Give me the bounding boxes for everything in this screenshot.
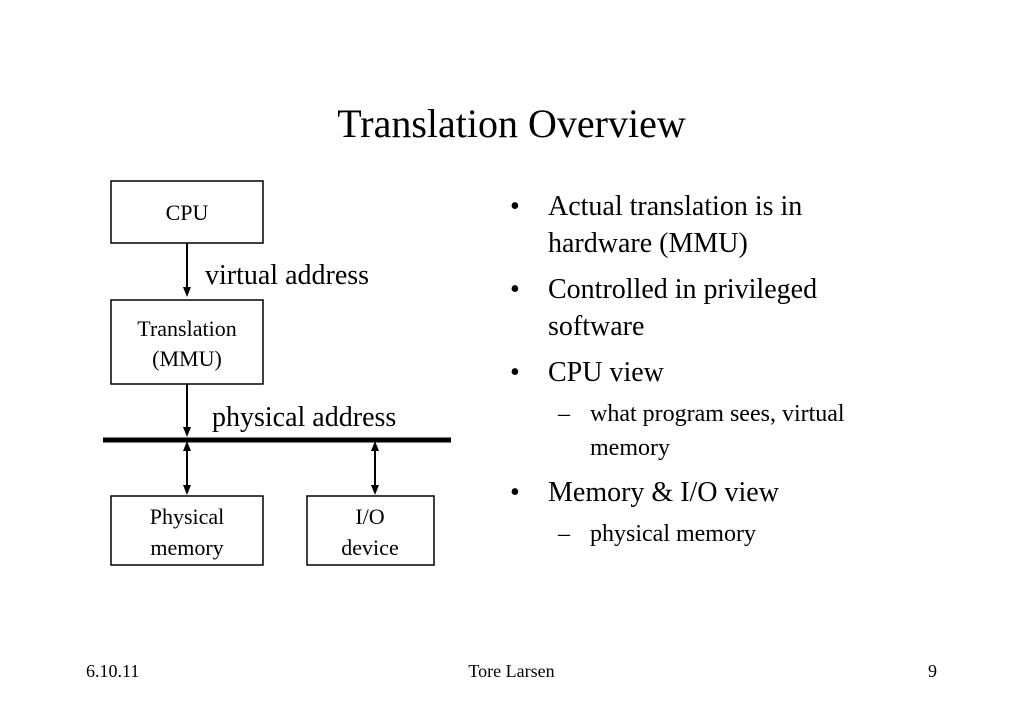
bullet-text: Memory & I/O view bbox=[548, 477, 779, 508]
translation-mmu-box: Translation (MMU) bbox=[110, 299, 264, 385]
sub-bullet-item: –what program sees, virtual memory bbox=[510, 397, 910, 465]
dash-marker: – bbox=[558, 401, 570, 427]
io-device-box: I/O device bbox=[306, 495, 435, 566]
bullet-item: • Controlled in privileged software bbox=[510, 271, 910, 345]
sub-bullet-text: physical memory bbox=[590, 521, 756, 547]
physical-label: Physical bbox=[150, 504, 225, 529]
cpu-box: CPU bbox=[110, 180, 264, 244]
bullet-text: CPU view bbox=[548, 357, 664, 388]
memory-label: memory bbox=[150, 535, 223, 560]
physical-address-label: physical address bbox=[212, 402, 396, 433]
bullet-item: • CPU view bbox=[510, 354, 910, 391]
virtual-address-label: virtual address bbox=[205, 260, 369, 291]
bullet-text: Actual translation is in hardware (MMU) bbox=[548, 191, 803, 259]
translation-label: Translation bbox=[137, 316, 236, 341]
bullet-marker: • bbox=[510, 357, 520, 388]
bullet-item: • Actual translation is in hardware (MMU) bbox=[510, 188, 910, 262]
bullet-list: • Actual translation is in hardware (MMU)… bbox=[510, 188, 910, 560]
io-label: I/O bbox=[355, 504, 384, 529]
footer-author: Tore Larsen bbox=[468, 661, 555, 681]
footer-date: 6.10.11 bbox=[86, 661, 140, 681]
bullet-marker: • bbox=[510, 274, 520, 305]
sub-bullet-item: –physical memory bbox=[510, 517, 910, 551]
footer-page-number: 9 bbox=[928, 661, 937, 681]
physical-memory-box: Physical memory bbox=[110, 495, 264, 566]
bullet-text: Controlled in privileged software bbox=[548, 274, 818, 342]
device-label: device bbox=[341, 535, 398, 560]
bullet-item: • Memory & I/O view bbox=[510, 474, 910, 511]
sub-bullet-text: what program sees, virtual memory bbox=[590, 401, 845, 461]
mmu-label: (MMU) bbox=[152, 346, 222, 371]
bullet-marker: • bbox=[510, 191, 520, 222]
slide-title: Translation Overview bbox=[337, 101, 686, 146]
cpu-label: CPU bbox=[166, 200, 209, 225]
bullet-marker: • bbox=[510, 477, 520, 508]
dash-marker: – bbox=[558, 521, 570, 547]
